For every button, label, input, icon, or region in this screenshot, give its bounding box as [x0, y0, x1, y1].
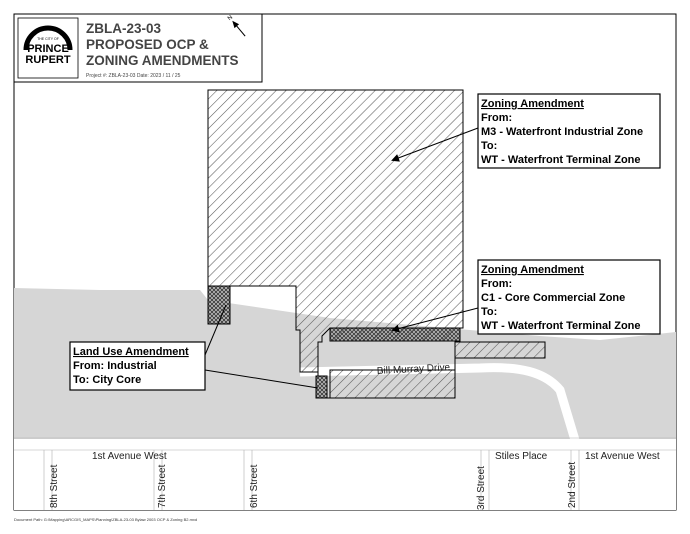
callout-zoning-m3-title: Zoning Amendment: [481, 98, 584, 110]
svg-text:RUPERT: RUPERT: [25, 54, 71, 66]
svg-text:PRINCE: PRINCE: [27, 43, 69, 55]
north-arrow-icon: N: [227, 15, 246, 37]
callout-land-use-title: Land Use Amendment: [73, 346, 189, 358]
callout-land-use: Land Use Amendment From: Industrial To: …: [69, 341, 206, 391]
title-line-3: ZONING AMENDMENTS: [86, 53, 239, 68]
land-use-parcel-small: [315, 375, 328, 399]
callout-zoning-m3-line4: WT - Waterfront Terminal Zone: [481, 154, 641, 166]
sixth-street-label: 6th Street: [249, 464, 260, 508]
roads: [14, 363, 676, 510]
water-area: [14, 288, 676, 440]
bill-murray-road: [299, 363, 580, 442]
callout-zoning-c1-title: Zoning Amendment: [481, 264, 584, 276]
title-line-2: PROPOSED OCP &: [86, 37, 209, 52]
callout-land-use-line1: From: Industrial: [73, 360, 157, 372]
svg-text:THE CITY OF: THE CITY OF: [37, 37, 59, 41]
third-street-label: 3rd Street: [476, 466, 487, 510]
second-street-label: 2nd Street: [567, 462, 578, 508]
callout-zoning-m3: Zoning Amendment From: M3 - Waterfront I…: [477, 93, 661, 169]
callout-zoning-m3-line1: From:: [481, 112, 512, 124]
eighth-street-label: 8th Street: [49, 464, 60, 508]
first-avenue-west-label-left: 1st Avenue West: [92, 451, 167, 462]
callout-leaders: [204, 127, 479, 389]
stiles-place-label: Stiles Place: [495, 451, 548, 462]
callout-zoning-c1-line1: From:: [481, 278, 512, 290]
parcel-m3-to-wt: [207, 89, 546, 399]
land-south: [14, 440, 676, 510]
callout-zoning-c1-line2: C1 - Core Commercial Zone: [481, 292, 625, 304]
project-meta: Project #: ZBLA-23-03 Date: 2023 / 11 / …: [86, 73, 181, 79]
callout-zoning-c1-line3: To:: [481, 306, 497, 318]
bill-murray-drive-label: Bill Murray Drive: [377, 362, 451, 377]
callout-zoning-m3-line3: To:: [481, 140, 497, 152]
document-path: Document Path: G:\Mapping\ARCGIS_MAPS\Pl…: [14, 517, 197, 522]
callout-zoning-c1-line4: WT - Waterfront Terminal Zone: [481, 320, 641, 332]
seventh-street-label: 7th Street: [157, 464, 168, 508]
callout-zoning-c1: Zoning Amendment From: C1 - Core Commerc…: [477, 259, 661, 335]
first-avenue-west-label-right: 1st Avenue West: [585, 451, 660, 462]
callout-zoning-m3-line2: M3 - Waterfront Industrial Zone: [481, 126, 643, 138]
callout-land-use-line2: To: City Core: [73, 374, 141, 386]
title-block: THE CITY OF PRINCE RUPERT ZBLA-23-03 PRO…: [13, 13, 263, 83]
city-logo: THE CITY OF PRINCE RUPERT: [23, 25, 73, 66]
svg-text:N: N: [227, 15, 234, 22]
title-line-1: ZBLA-23-03: [86, 21, 162, 36]
land-use-parcel-large: [207, 285, 231, 325]
